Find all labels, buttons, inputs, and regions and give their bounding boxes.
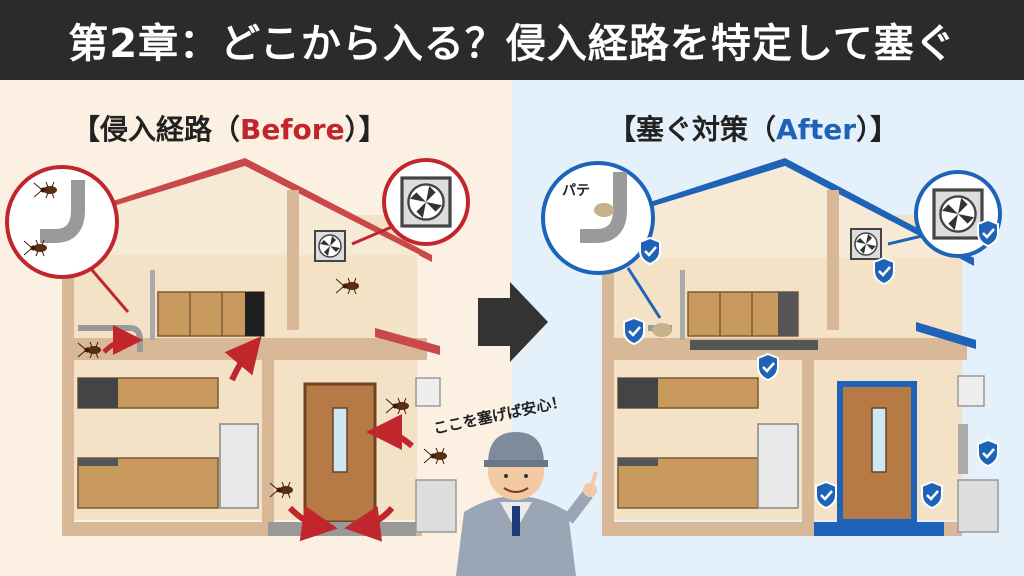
before-heading-keyword: Before: [240, 113, 345, 146]
worker-character: [456, 432, 598, 576]
page-title: 第2章：どこから入る？侵入経路を特定して塞ぐ: [0, 0, 1024, 80]
before-house: [5, 158, 470, 542]
before-heading-suffix: ）】: [344, 113, 387, 146]
after-heading-prefix: 【塞ぐ対策（: [608, 113, 777, 146]
before-heading-prefix: 【侵入経路（: [72, 113, 241, 146]
right-arrow-icon: [478, 282, 548, 362]
after-heading: 【塞ぐ対策（After）】: [608, 108, 898, 148]
putty-label: パテ: [562, 183, 590, 199]
after-house: [541, 158, 1002, 536]
before-heading: 【侵入経路（Before）】: [72, 108, 387, 148]
after-heading-suffix: ）】: [856, 113, 899, 146]
after-heading-keyword: After: [776, 113, 857, 146]
